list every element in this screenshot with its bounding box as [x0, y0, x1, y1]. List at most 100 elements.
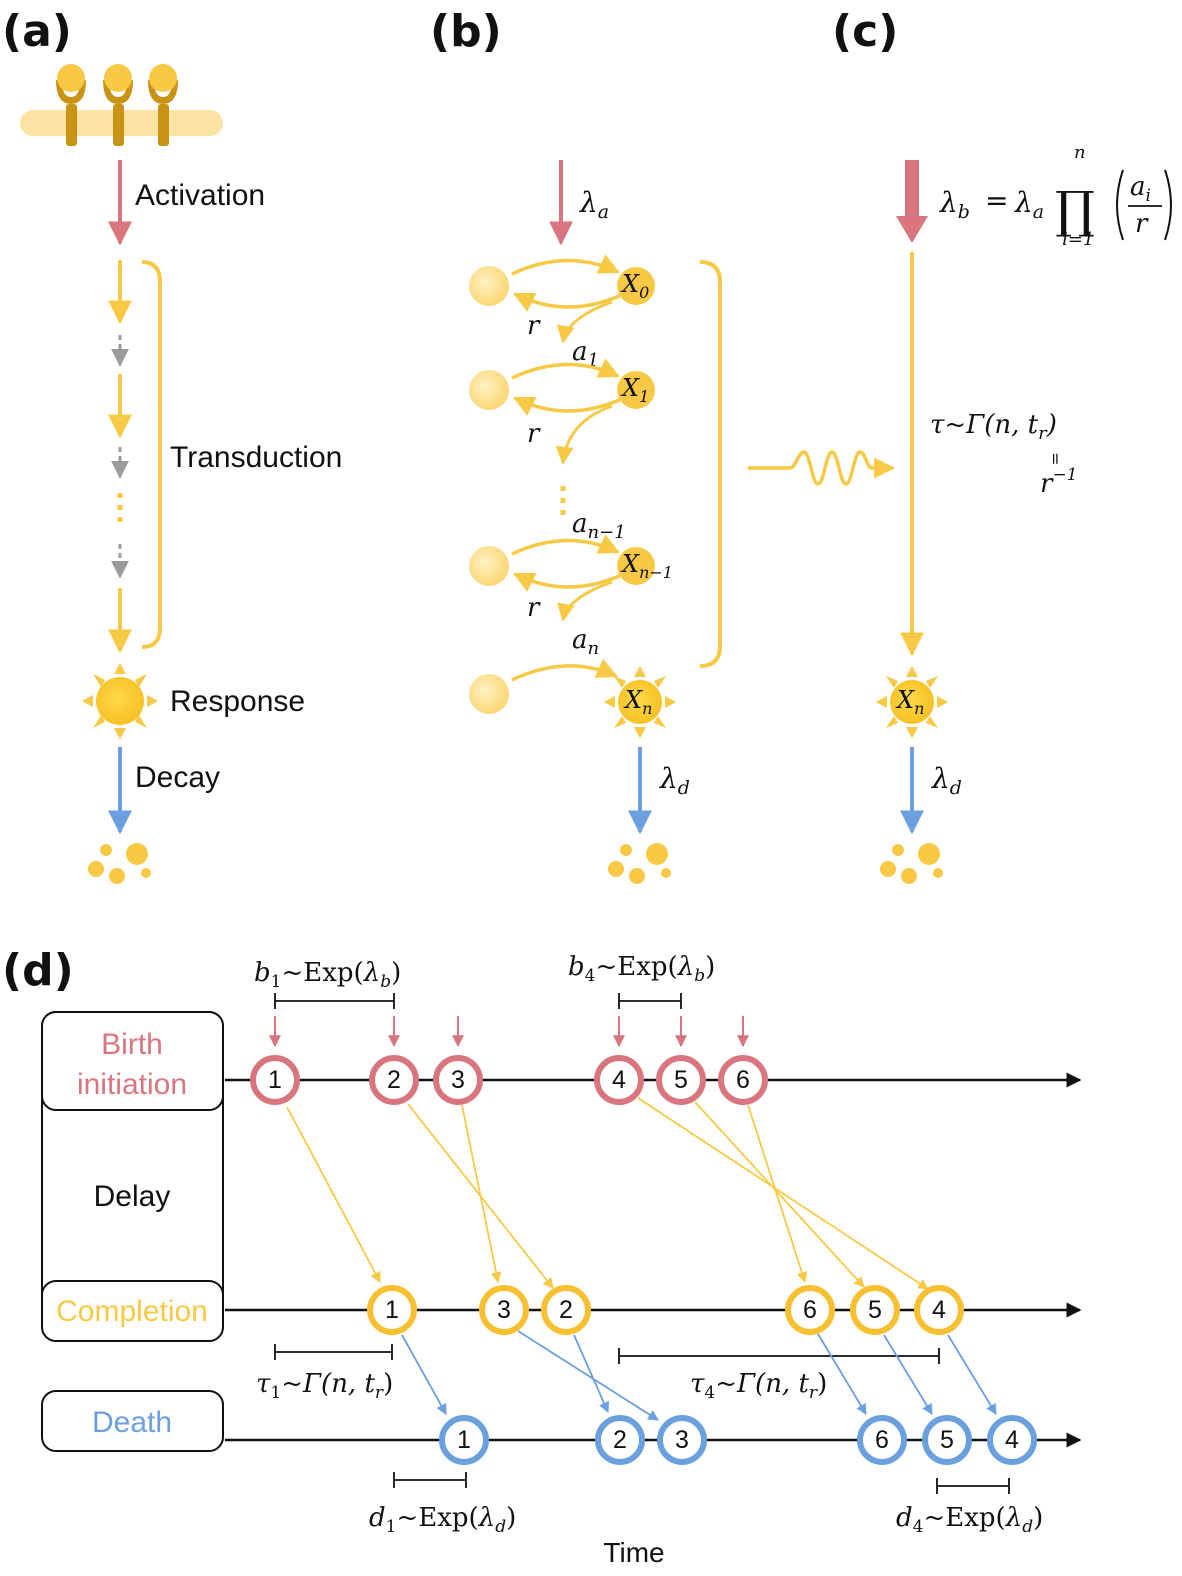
vertical-equals: =: [1046, 452, 1065, 465]
death-node-label: 5: [940, 1426, 954, 1454]
stage-xn-1: Xn−1 r an: [469, 534, 673, 659]
interval-brackets: [274, 993, 1010, 1494]
panel-b: λa X0 r a1 X1 r an−1: [469, 160, 722, 884]
completion-node-label: 5: [868, 1296, 882, 1324]
birth-node: [656, 1055, 706, 1105]
right-paren: [1164, 169, 1172, 241]
completion-node-label: 3: [497, 1296, 511, 1324]
r-label: r: [527, 311, 541, 341]
birth-node: [718, 1055, 768, 1105]
activation-transition-arrow: [511, 658, 618, 682]
completion-node-label: 4: [932, 1296, 946, 1324]
tau4-annotation: τ4~Γ(n, tr): [690, 1369, 827, 1403]
completion-node: [541, 1285, 591, 1335]
decay-arrows: [401, 1330, 997, 1421]
state-xn-1-node: [617, 547, 655, 585]
reset-r-arrow: [513, 396, 625, 416]
inactive-state-icon: [469, 674, 509, 714]
death-node: [922, 1415, 972, 1465]
death-box: [41, 1390, 224, 1452]
lambda-a-label: λa: [579, 186, 609, 223]
response-sun-icon: [82, 663, 158, 739]
lambda-d-label: λd: [931, 762, 962, 799]
birth-nodes: 1 2 3 4 5 6: [250, 1055, 768, 1105]
lambda-b-arrow: [896, 160, 928, 243]
completion-node: [785, 1285, 835, 1335]
birth-node-label: 2: [387, 1066, 401, 1094]
decay-particles-icon: [88, 843, 151, 884]
state-x1-label: X1: [620, 374, 649, 406]
tau-distribution-label: τ~Γ(n, tr): [930, 410, 1057, 444]
an-1-label: an−1: [572, 509, 626, 543]
product-upper-limit: n: [1074, 142, 1086, 163]
birth-node: [250, 1055, 300, 1105]
panel-label-d: (d): [2, 945, 74, 996]
initiation-label: initiation: [77, 1068, 187, 1101]
birth-node: [369, 1055, 419, 1105]
equivalence-wave-arrow: [748, 450, 896, 486]
death-node-label: 3: [675, 1426, 689, 1454]
activation-label: Activation: [135, 179, 265, 212]
birth-node-label: 5: [674, 1066, 688, 1094]
panel-label-c: (c): [832, 6, 898, 57]
response-sun-icon: [876, 666, 948, 738]
death-label: Death: [92, 1406, 172, 1439]
death-node: [439, 1415, 489, 1465]
transduction-label: Transduction: [170, 441, 342, 474]
activation-transition-arrow: [511, 254, 620, 276]
birth-node-label: 6: [736, 1066, 750, 1094]
completion-node: [367, 1285, 417, 1335]
death-node: [857, 1415, 907, 1465]
death-node-label: 2: [613, 1426, 627, 1454]
panel-d: Birth initiation Delay Completion Death: [41, 952, 1082, 1568]
lambda-a-symbol: λa: [1014, 186, 1044, 223]
fraction-numerator: ai: [1130, 172, 1151, 206]
death-nodes: 1 2 3 6 5 4: [439, 1415, 1037, 1465]
a1-label: a1: [572, 337, 599, 371]
lambda-b-equation: λb = λa ∏ n i=1 ai r: [939, 142, 1172, 250]
decay-label: Decay: [135, 761, 220, 794]
death-node: [595, 1415, 645, 1465]
death-node-label: 1: [457, 1426, 471, 1454]
response-label: Response: [170, 685, 305, 718]
forward-arrow: [555, 404, 613, 465]
b1-annotation: b1~Exp(λb): [254, 958, 401, 992]
completion-label: Completion: [56, 1295, 208, 1328]
d4-annotation: d4~Exp(λd): [896, 1503, 1043, 1537]
tau1-annotation: τ1~Γ(n, tr): [256, 1369, 393, 1403]
death-node-label: 6: [875, 1426, 889, 1454]
equals-sign: =: [985, 184, 1008, 217]
panel-label-b: (b): [430, 6, 502, 57]
r-label: r: [527, 593, 541, 623]
product-lower-limit: i=1: [1062, 229, 1094, 250]
birth-trigger-arrows: [269, 1016, 749, 1048]
death-node: [987, 1415, 1037, 1465]
panel-c: λb = λa ∏ n i=1 ai r τ~Γ(n, tr) = r−1: [876, 142, 1172, 884]
birth-node: [594, 1055, 644, 1105]
reset-r-arrow: [513, 292, 625, 312]
delay-arrows: [286, 1097, 929, 1290]
d1-annotation: d1~Exp(λd): [369, 1503, 516, 1537]
an-label: an: [572, 625, 599, 659]
lambda-b-symbol: λb: [939, 186, 970, 223]
decay-particles-icon: [880, 843, 943, 884]
completion-node-label: 6: [803, 1296, 817, 1324]
birth-node-label: 1: [268, 1066, 282, 1094]
time-axis-label: Time: [603, 1537, 664, 1568]
death-node: [657, 1415, 707, 1465]
transduction-bracket: [141, 260, 162, 649]
receptor-membrane-icon: [20, 64, 223, 146]
completion-node: [914, 1285, 964, 1335]
forward-an-arrow: [557, 580, 613, 622]
birth-initiation-box: [41, 1011, 224, 1111]
state-xn-label: Xn: [895, 686, 924, 718]
response-sun-icon: [604, 666, 676, 738]
forward-a1-arrow: [556, 300, 613, 344]
state-x0-label: X0: [620, 270, 649, 302]
inactive-state-icon: [469, 546, 509, 586]
stage-x1: X1 r: [469, 358, 655, 465]
left-paren: [1116, 169, 1124, 241]
completion-node-label: 2: [559, 1296, 573, 1324]
birth-node-label: 4: [612, 1066, 626, 1094]
